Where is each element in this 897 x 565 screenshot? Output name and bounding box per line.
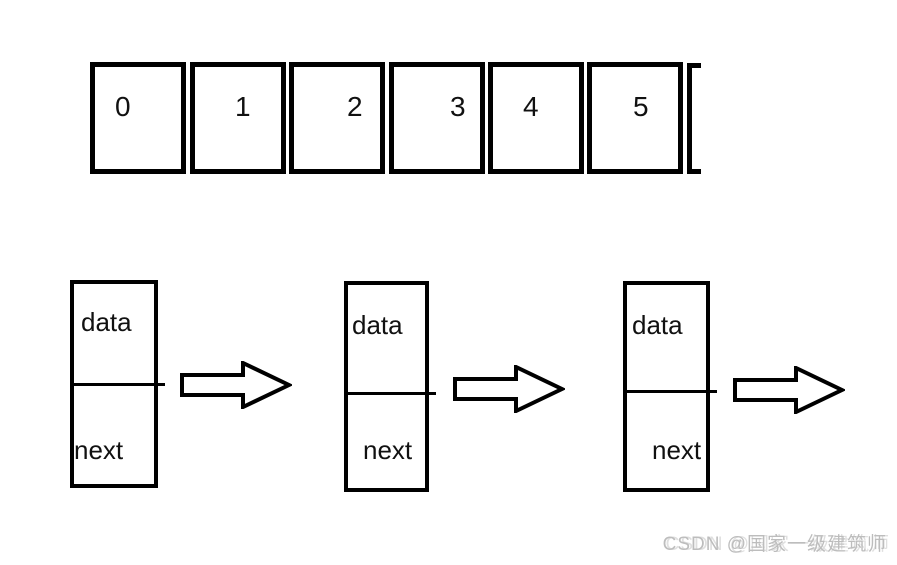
node-divider-line: [344, 392, 436, 395]
array-cell: 1: [190, 62, 286, 174]
array-cell: 5: [587, 62, 683, 174]
array-cell-value: 0: [115, 91, 131, 122]
linked-list-node: data next: [70, 280, 165, 488]
node-data-label: data: [81, 307, 132, 337]
node-next-label: next: [74, 435, 124, 465]
watermark: CSDN @国家一级建筑师: [662, 534, 887, 555]
array-cell: 0: [90, 62, 186, 174]
array-diagram: 0 1 2 3 4 5: [90, 62, 701, 174]
array-cell: 2: [289, 62, 385, 174]
block-arrow-right-icon: [733, 366, 845, 414]
array-cell-value: 5: [633, 91, 649, 122]
bracket-top-nub: [692, 63, 701, 68]
array-cell-value: 1: [235, 91, 251, 122]
node-next-label: next: [363, 435, 413, 465]
node-divider-line: [70, 383, 165, 386]
node-divider-line: [623, 390, 717, 393]
linked-list-node: data next: [623, 281, 717, 492]
array-cell: 4: [488, 62, 584, 174]
block-arrow-right-icon: [180, 361, 292, 409]
block-arrow-right-icon: [453, 365, 565, 413]
array-cell-value: 3: [450, 91, 466, 122]
array-cutoff-bracket: [687, 63, 701, 174]
node-data-label: data: [632, 310, 683, 340]
array-cell: 3: [389, 62, 485, 174]
linked-list-node: data next: [344, 281, 436, 492]
array-cell-value: 4: [523, 91, 539, 122]
array-cell-value: 2: [347, 91, 363, 122]
node-data-label: data: [352, 310, 403, 340]
bracket-bottom-nub: [692, 169, 701, 174]
node-next-label: next: [652, 435, 702, 465]
